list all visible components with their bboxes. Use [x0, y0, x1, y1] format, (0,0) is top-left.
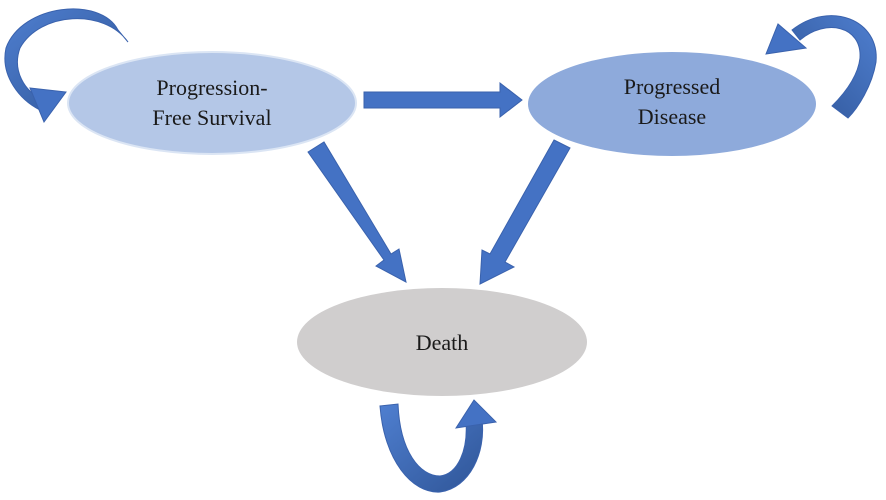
pfs-label-line1: Progression-: [156, 75, 267, 100]
pd-label-line2: Disease: [638, 104, 706, 129]
arrow-pfs-to-pd: [363, 81, 523, 119]
arrow-pfs-to-death: [307, 141, 407, 283]
pd-self-loop-body: [791, 15, 877, 119]
death-label: Death: [416, 330, 469, 355]
pd-self-loop-head: [765, 23, 808, 55]
pfs-label-line2: Free Survival: [152, 105, 271, 130]
node-progressed-disease: Progressed Disease: [528, 52, 816, 156]
death-self-loop-arrow: [379, 399, 498, 493]
pfs-self-loop-head: [29, 87, 67, 124]
arrow-pd-to-death: [479, 139, 571, 285]
death-self-loop-head: [454, 399, 498, 429]
node-death: Death: [297, 288, 587, 396]
pd-label-line1: Progressed: [624, 74, 721, 99]
node-progression-free-survival: Progression- Free Survival: [67, 51, 357, 155]
pfs-self-loop-arrow: [4, 8, 129, 124]
pd-self-loop-arrow: [765, 15, 877, 119]
